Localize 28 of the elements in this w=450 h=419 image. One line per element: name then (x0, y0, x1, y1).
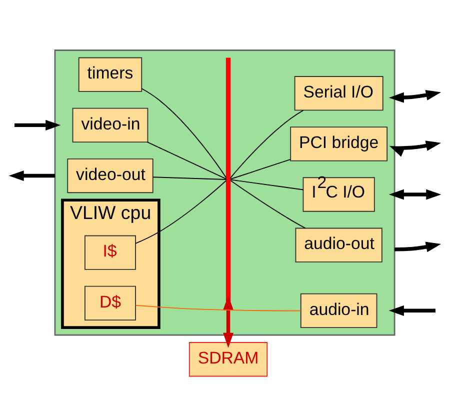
node-box: SDRAM (188, 342, 268, 377)
node-box: timers (78, 57, 142, 92)
arrow (394, 242, 442, 252)
node-box: I$ (84, 235, 136, 270)
node-box: D$ (84, 286, 136, 321)
node-box: video-in (72, 108, 148, 143)
connector (230, 159, 291, 180)
node-box: video-out (67, 158, 154, 194)
node-bar (226, 58, 231, 302)
connector (152, 176, 227, 180)
arrow (14, 120, 61, 130)
arrow (388, 305, 436, 316)
arrow (388, 90, 442, 103)
arrow (389, 140, 442, 157)
arrow (388, 189, 442, 200)
connector (230, 180, 306, 229)
connector (141, 88, 227, 178)
arrow (223, 295, 234, 348)
connector (135, 180, 227, 244)
node-box: audio-out (295, 228, 382, 262)
connector (230, 110, 304, 179)
node-box: Serial I/O (294, 76, 384, 111)
arrow (8, 170, 55, 182)
connector (230, 179, 304, 190)
connector (135, 304, 302, 312)
node-box: audio-in (300, 293, 378, 328)
node-box: PCI bridge (290, 126, 388, 162)
connector (146, 142, 227, 180)
